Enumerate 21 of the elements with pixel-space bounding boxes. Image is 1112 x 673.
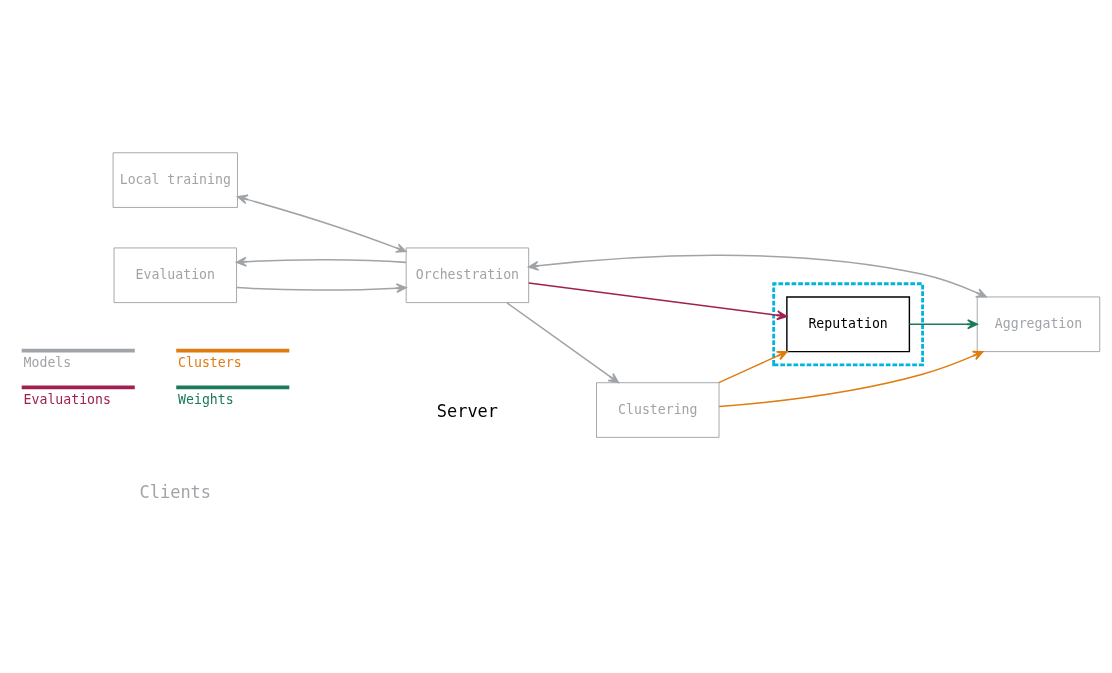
node-box: Aggregation xyxy=(976,295,1101,352)
arrow xyxy=(506,301,620,383)
legend-label: Models xyxy=(23,354,72,370)
node-box: Orchestration xyxy=(405,247,530,303)
label: Server xyxy=(436,400,499,421)
node-box: Reputation xyxy=(786,295,911,352)
legend-label: Evaluations xyxy=(23,391,111,407)
arrow xyxy=(528,281,788,320)
arrow xyxy=(235,282,407,293)
arrow xyxy=(718,350,788,383)
arrow xyxy=(237,194,407,253)
arrow xyxy=(718,350,984,407)
node-box: Clustering xyxy=(596,381,720,438)
arrow xyxy=(235,256,407,267)
node-box: Local training xyxy=(112,151,238,208)
label: Clients xyxy=(139,481,212,502)
arrow xyxy=(528,254,987,298)
legend-label: Clusters xyxy=(178,354,242,370)
arrow xyxy=(908,318,978,329)
legend-label: Weights xyxy=(178,391,234,407)
node-box: Evaluation xyxy=(113,247,237,303)
